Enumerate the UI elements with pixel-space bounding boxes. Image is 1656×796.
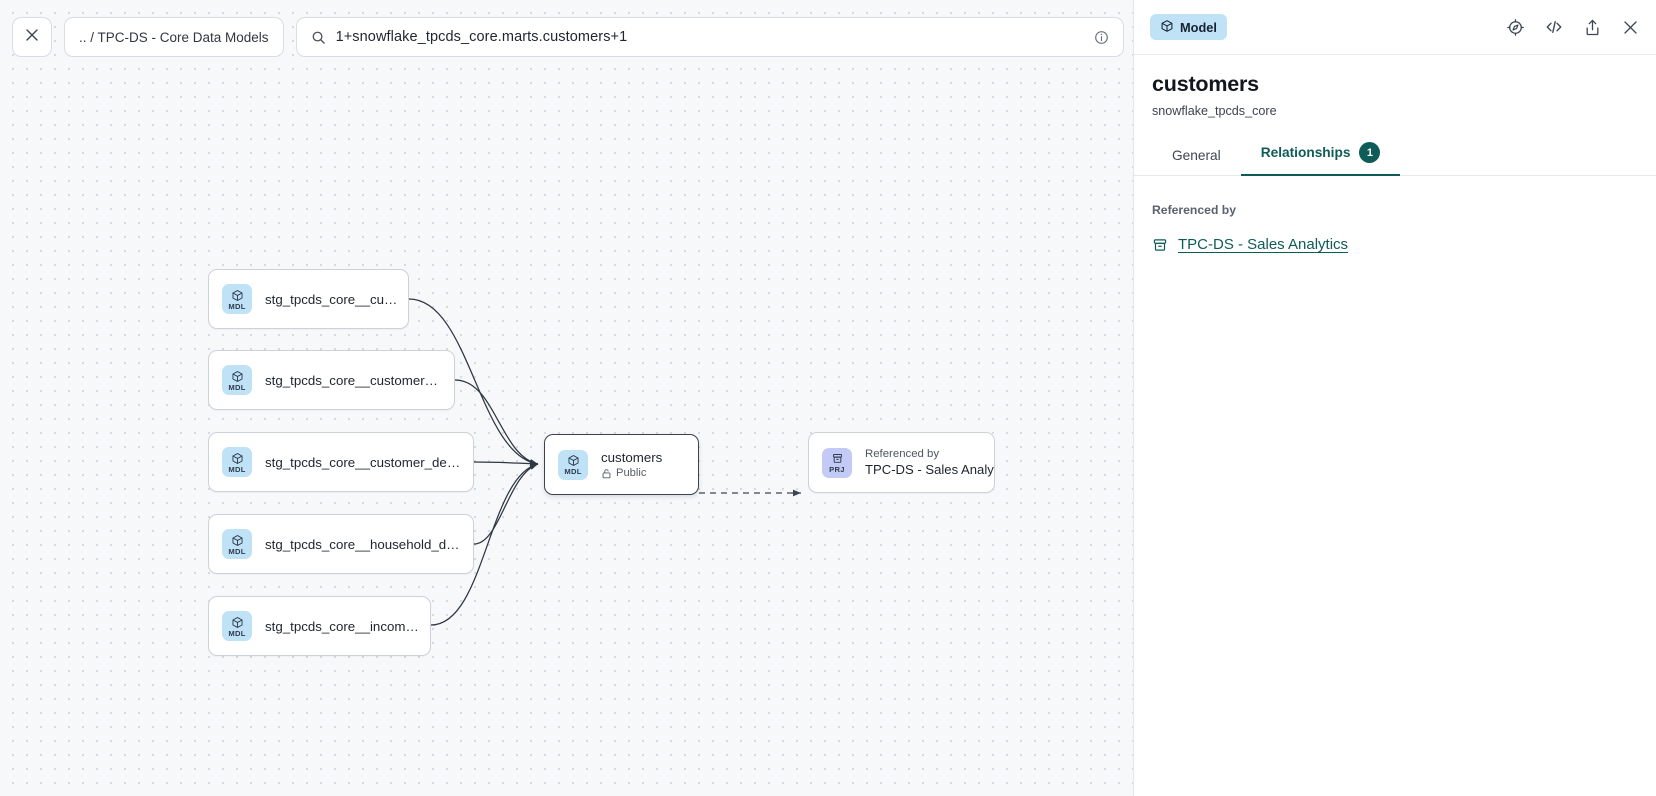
node-label: stg_tpcds_core__customer_address [265,372,454,388]
node-title: TPC-DS - Sales Analytics [865,462,994,477]
breadcrumb-label: .. / TPC-DS - Core Data Models [79,29,269,45]
node-text-stack: Referenced by TPC-DS - Sales Analytics [865,448,994,477]
cube-icon [231,370,244,383]
breadcrumb[interactable]: .. / TPC-DS - Core Data Models [64,17,284,57]
cube-icon [231,452,244,465]
tab-relationships[interactable]: Relationships 1 [1240,142,1401,176]
code-icon[interactable] [1544,17,1564,37]
cube-icon [231,534,244,547]
search-input[interactable] [335,29,1084,45]
compass-icon[interactable] [1506,18,1525,37]
panel-tabs: General Relationships 1 [1134,142,1656,176]
node-kicker: Referenced by [865,448,940,460]
tab-label: General [1172,148,1221,163]
tab-general[interactable]: General [1152,148,1241,176]
model-badge: MDL [558,449,588,480]
resource-type-label: Model [1180,19,1217,35]
badge-text: MDL [564,467,582,476]
page-subtitle: snowflake_tpcds_core [1152,104,1277,118]
panel-title-block: customers snowflake_tpcds_core [1134,55,1656,118]
reference-item[interactable]: TPC-DS - Sales Analytics [1152,236,1638,253]
tab-count-badge: 1 [1359,142,1381,163]
lineage-node-project[interactable]: PRJ Referenced by TPC-DS - Sales Analyti… [808,432,995,493]
close-icon[interactable] [1621,18,1640,37]
page-title: customers [1152,72,1259,96]
cube-icon [1160,19,1174,36]
lineage-canvas[interactable]: .. / TPC-DS - Core Data Models [0,0,1133,796]
node-label: stg_tpcds_core__household_demogr… [265,536,473,552]
lineage-node[interactable]: MDL stg_tpcds_core__income_band [208,596,431,656]
node-title: customers [601,450,663,465]
section-label-referenced-by: Referenced by [1152,203,1236,217]
node-label: stg_tpcds_core__income_band [265,618,430,634]
share-icon[interactable] [1583,18,1602,37]
info-circle-icon[interactable] [1094,30,1109,45]
model-badge: MDL [222,611,252,641]
node-label: stg_tpcds_core__customer_demogra… [265,454,473,470]
canvas-toolbar: .. / TPC-DS - Core Data Models [0,0,1133,57]
unlock-icon [601,468,612,479]
cube-icon [567,454,580,467]
project-badge: PRJ [822,447,852,478]
badge-text: MDL [228,301,246,311]
close-canvas-button[interactable] [12,17,52,57]
relationships-body: Referenced by TPC-DS - Sales Analytics [1134,176,1656,253]
resource-type-chip[interactable]: Model [1150,14,1227,40]
badge-text: MDL [228,628,246,638]
node-text-stack: customers Public [601,450,662,479]
lineage-node[interactable]: MDL stg_tpcds_core__customer_demogra… [208,432,474,492]
badge-text: MDL [228,382,246,392]
details-panel-header: Model [1134,0,1656,55]
project-icon [831,452,844,465]
close-icon [24,27,40,48]
lineage-node[interactable]: MDL stg_tpcds_core__household_demogr… [208,514,474,574]
lineage-node[interactable]: MDL stg_tpcds_core__customer_address [208,350,455,410]
lineage-node[interactable]: MDL stg_tpcds_core__customer [208,269,409,329]
model-badge: MDL [222,529,252,559]
badge-text: MDL [228,546,246,556]
badge-text: PRJ [829,465,845,474]
model-badge: MDL [222,365,252,395]
search-icon [311,30,326,45]
lineage-node-selected[interactable]: MDL customers Public [544,434,699,495]
model-badge: MDL [222,284,252,314]
node-visibility-label: Public [616,467,647,479]
cube-icon [231,289,244,302]
node-label: stg_tpcds_core__customer [265,291,408,307]
badge-text: MDL [228,464,246,474]
model-badge: MDL [222,447,252,477]
lineage-edges [408,298,801,626]
project-icon [1152,237,1168,253]
reference-link[interactable]: TPC-DS - Sales Analytics [1178,236,1349,253]
cube-icon [231,616,244,629]
panel-actions [1506,17,1640,37]
tab-label: Relationships [1260,145,1351,160]
lineage-search[interactable] [295,17,1124,57]
details-panel: Model [1133,0,1656,796]
node-visibility: Public [601,467,662,479]
